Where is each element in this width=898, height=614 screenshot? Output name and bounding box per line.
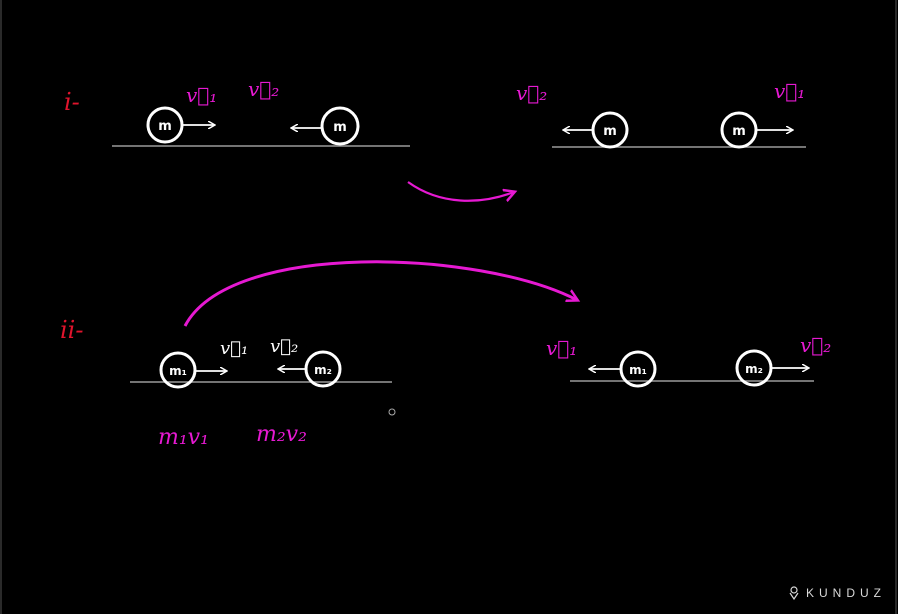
ball-label: m [158, 119, 172, 134]
case-ii-after-ball-left: m₁ [619, 350, 657, 388]
ball-label: m₂ [745, 362, 763, 376]
case-ii-momentum-left: m₁v₁ [158, 425, 209, 450]
case-ii-after-ball-right: m₂ [735, 349, 773, 387]
case-i-before-ball-right: m [320, 106, 360, 146]
case-ii-transition-arrow [183, 260, 577, 327]
pen-cursor [388, 408, 396, 416]
case-ii-label: ii- [60, 316, 83, 344]
case-ii-before-ball-left: m₁ [159, 351, 197, 389]
case-i-before-v-right: v⃗₂ [248, 77, 279, 101]
case-i-transition-arrow [407, 181, 514, 201]
ball-label: m [603, 124, 617, 139]
brand-name: KUNDUZ [806, 586, 886, 600]
case-ii-momentum-right: m₂v₂ [256, 422, 307, 447]
case-ii-before-ball-right: m₂ [304, 350, 342, 388]
kunduz-watermark: KUNDUZ [788, 586, 886, 600]
case-ii-after-v-right: v⃗₂ [800, 333, 831, 357]
ball-label: m [333, 120, 347, 135]
ball-label: m₁ [629, 363, 647, 377]
kunduz-logo-icon [789, 586, 799, 600]
ball-label: m [732, 124, 746, 139]
case-i-before-ball-left: m [146, 106, 184, 144]
case-i-before-v-left: v⃗₁ [186, 83, 217, 107]
case-ii-before-v-right: v⃗₂ [270, 336, 298, 357]
case-i-after-ball-right: m [720, 111, 758, 149]
case-ii-after-v-left: v⃗₁ [546, 336, 577, 360]
case-ii-before-v-left: v⃗₁ [220, 338, 248, 359]
case-i-after-v-right: v⃗₁ [774, 79, 805, 103]
ball-label: m₁ [169, 364, 187, 378]
case-i-after-ball-left: m [591, 111, 629, 149]
case-i-label: i- [64, 88, 80, 116]
ball-label: m₂ [314, 363, 332, 377]
case-i-after-v-left: v⃗₂ [516, 81, 547, 105]
